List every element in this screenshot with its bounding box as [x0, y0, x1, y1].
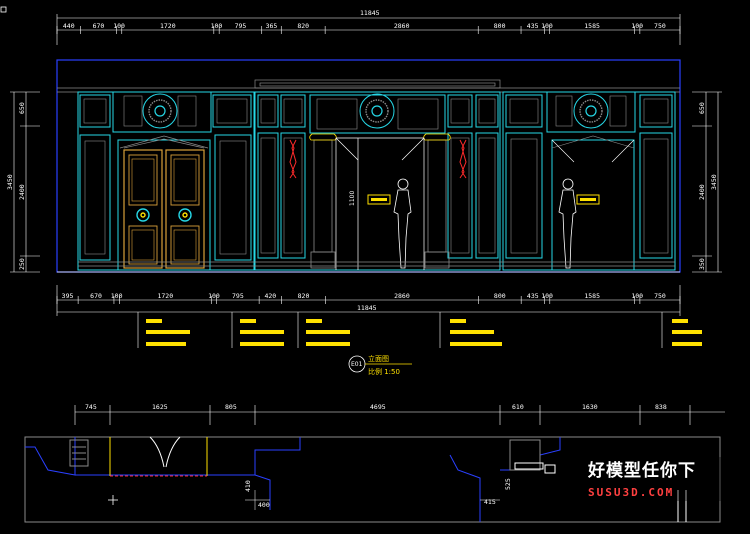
right-dim-bottom: 350 [698, 258, 706, 270]
left-dim-top: 650 [18, 102, 26, 114]
rosette-medallion-left [123, 93, 197, 129]
elevation-scale: 比例 1:50 [368, 367, 400, 376]
bottom-dim-label: 100 [111, 292, 123, 300]
plan-small-dim-3: 415 [484, 498, 496, 506]
elevation-number: E01 [351, 361, 363, 368]
plan-dim-1: 745 [85, 403, 97, 411]
total-width-label: 11845 [360, 9, 380, 17]
bottom-dim-label: 750 [654, 292, 666, 300]
rosette-medallion-center [359, 93, 395, 129]
top-dim-label: 750 [654, 22, 666, 30]
bottom-dim-label: 2860 [394, 292, 410, 300]
plan-dim-4: 4695 [370, 403, 386, 411]
top-dim-label: 820 [297, 22, 309, 30]
bottom-dim-label: 100 [541, 292, 553, 300]
top-dim-label: 100 [541, 22, 553, 30]
opening-height-label: 1100 [349, 191, 356, 206]
double-door-left [123, 149, 205, 269]
person-silhouette-right [558, 178, 577, 269]
left-bay [77, 91, 255, 271]
plan-dim-3: 805 [225, 403, 237, 411]
top-dimension-chain [56, 14, 681, 45]
center-panel-insets [260, 98, 496, 254]
bottom-dim-label: 670 [90, 292, 102, 300]
plan-cursor-cross-icon [108, 495, 118, 505]
plan-small-dim-2: 410 [244, 480, 252, 492]
elevation-title-block: E01 立面图 比例 1:50 [348, 354, 412, 376]
top-dim-label: 100 [113, 22, 125, 30]
floor-plan [24, 436, 721, 523]
top-dim-label: 1585 [584, 22, 600, 30]
watermark-cn: 好模型任你下 [587, 460, 696, 481]
bottom-dim-label: 800 [494, 292, 506, 300]
top-dim-label: 1720 [160, 22, 176, 30]
rosette-medallion-right [573, 93, 609, 129]
right-panel-insets [509, 95, 669, 254]
top-dim-label: 100 [631, 22, 643, 30]
plan-dim-2: 1625 [152, 403, 168, 411]
bottom-dim-label: 435 [527, 292, 539, 300]
bottom-dim-label: 395 [62, 292, 74, 300]
top-dim-label: 800 [494, 22, 506, 30]
top-dim-label: 100 [211, 22, 223, 30]
red-wall-sconces [289, 139, 467, 179]
plan-small-dims [245, 490, 500, 510]
bottom-dim-label: 100 [631, 292, 643, 300]
plan-dim-5: 610 [512, 403, 524, 411]
material-tags [137, 312, 702, 348]
top-dim-label: 365 [266, 22, 278, 30]
bottom-total-label: 11845 [357, 304, 377, 312]
bottom-dim-label: 100 [208, 292, 220, 300]
plan-dimension-chain [74, 405, 725, 425]
wall-lamp-right [576, 194, 600, 205]
plan-dim-7: 838 [655, 403, 667, 411]
column-left [309, 133, 337, 269]
top-dim-label: 2860 [394, 22, 410, 30]
column-right [423, 133, 451, 269]
door-ornaments [136, 208, 192, 222]
plan-dim-6: 1630 [582, 403, 598, 411]
person-silhouette-center [393, 178, 412, 269]
plan-small-dim-1: 400 [258, 501, 270, 509]
ceiling-cornice [57, 79, 680, 93]
right-dimension-chain [692, 91, 722, 273]
bottom-dim-label: 795 [232, 292, 244, 300]
bottom-dim-label: 420 [264, 292, 276, 300]
left-dim-total: 3450 [6, 174, 14, 190]
bottom-dimension-chain [56, 285, 681, 316]
left-dim-middle: 2400 [18, 184, 26, 200]
right-dim-total: 3450 [710, 174, 718, 190]
central-opening [335, 137, 425, 270]
corner-cursor-icon [0, 6, 7, 13]
left-dim-bottom: 250 [18, 258, 26, 270]
wall-lamp-center [367, 194, 391, 205]
elevation-title: 立面图 [368, 354, 389, 363]
baseboard [57, 261, 680, 273]
watermark-en: SUSU3D.COM [588, 486, 674, 499]
right-bay [502, 91, 676, 271]
right-dim-middle: 2400 [698, 184, 706, 200]
bottom-dim-label: 1720 [157, 292, 173, 300]
plan-small-dim-4: 525 [504, 478, 512, 490]
top-dim-label: 435 [527, 22, 539, 30]
bottom-dim-label: 1585 [584, 292, 600, 300]
top-dim-label: 670 [93, 22, 105, 30]
top-dim-label: 795 [235, 22, 247, 30]
door-pediment [119, 135, 209, 149]
watermark: 好模型任你下 SUSU3D.COM [585, 457, 725, 501]
top-dim-label: 440 [63, 22, 75, 30]
center-bay [254, 91, 501, 271]
right-dim-top: 650 [698, 102, 706, 114]
left-dimension-chain [10, 91, 40, 273]
bottom-dim-label: 820 [298, 292, 310, 300]
